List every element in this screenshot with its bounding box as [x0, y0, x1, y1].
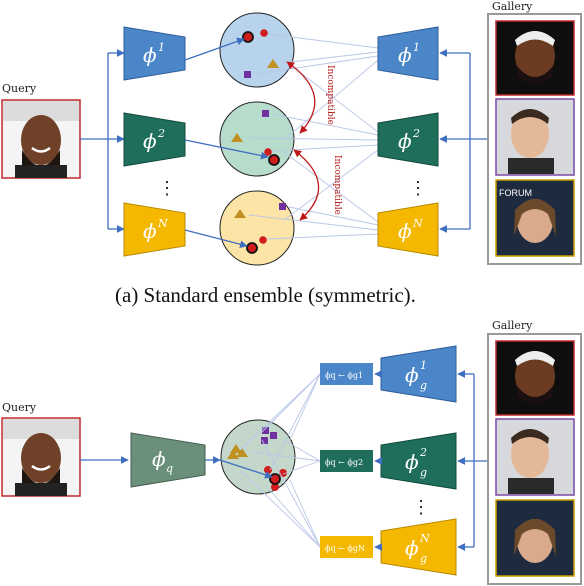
svg-text:q: q [166, 462, 173, 475]
svg-text:ϕ: ϕ [398, 129, 412, 153]
top-section: Query ϕ 1 ϕ 2 ⋮ ϕ N [1, 0, 582, 307]
svg-text:2: 2 [157, 127, 165, 140]
gallery-image-bottom-3 [495, 499, 575, 577]
svg-text:N: N [419, 532, 430, 545]
svg-text:ϕq ← ϕg2: ϕq ← ϕg2 [325, 458, 363, 467]
svg-text:1: 1 [158, 41, 165, 54]
svg-text:ϕ: ϕ [405, 450, 419, 474]
gallery-panel-bottom [487, 333, 582, 585]
gallery-image-2 [495, 98, 575, 176]
adapter-box-n: ϕq ← ϕgN [320, 536, 373, 558]
svg-text:N: N [412, 217, 423, 230]
query-label: Query [2, 82, 37, 95]
query-image-bottom [1, 417, 81, 497]
svg-text:FORUM: FORUM [499, 188, 532, 198]
bottom-section: Query ϕ q [1, 319, 582, 585]
svg-text:1: 1 [413, 41, 420, 54]
adapter-box-2: ϕq ← ϕg2 [320, 450, 373, 472]
svg-text:2: 2 [419, 446, 427, 459]
left-model-2: ϕ 2 [123, 112, 186, 167]
svg-text:Incompatible: Incompatible [325, 65, 335, 125]
svg-text:ϕ: ϕ [405, 536, 419, 560]
gallery-image-bottom-1 [495, 340, 575, 416]
gallery-label: Gallery [492, 0, 533, 13]
svg-text:2: 2 [412, 127, 420, 140]
left-dots: ⋮ [158, 178, 176, 199]
query-label-bottom: Query [2, 401, 37, 414]
shared-embedding-space [220, 419, 296, 495]
gallery-label-bottom: Gallery [492, 319, 533, 332]
gallery-panel: FORUM [487, 13, 582, 265]
svg-text:1: 1 [420, 359, 427, 372]
svg-text:ϕ: ϕ [152, 447, 166, 471]
adapter-box-1: ϕq ← ϕg1 [320, 363, 373, 385]
svg-text:ϕ: ϕ [143, 219, 157, 243]
incompatible-arrow-1: Incompatible [286, 61, 335, 134]
svg-text:g: g [420, 552, 427, 565]
svg-text:Incompatible: Incompatible [332, 155, 342, 215]
svg-text:ϕ: ϕ [405, 363, 419, 387]
svg-text:ϕq ← ϕgN: ϕq ← ϕgN [325, 544, 365, 553]
svg-text:ϕ: ϕ [143, 43, 157, 67]
gallery-image-1 [495, 20, 575, 96]
embedding-space-n [219, 190, 295, 266]
svg-text:ϕq ← ϕg1: ϕq ← ϕg1 [325, 371, 363, 380]
svg-text:ϕ: ϕ [143, 129, 157, 153]
svg-text:ϕ: ϕ [398, 219, 412, 243]
gallery-image-bottom-2 [495, 418, 575, 496]
embedding-space-1 [219, 12, 295, 88]
svg-text:N: N [157, 217, 168, 230]
right-model-2: ϕ 2 [377, 112, 439, 167]
svg-text:g: g [420, 379, 427, 392]
gallery-image-3: FORUM [495, 179, 575, 257]
fan-lines [239, 373, 321, 548]
left-model-1: ϕ 1 [123, 26, 186, 81]
left-model-n: ϕ N [123, 202, 186, 257]
incompatible-arrow-2: Incompatible [293, 149, 342, 221]
gallery-model-2: ϕ 2 g [380, 432, 457, 490]
right-dots: ⋮ [409, 178, 427, 199]
caption: (a) Standard ensemble (symmetric). [115, 283, 416, 307]
svg-text:g: g [420, 466, 427, 479]
gallery-model-n: ϕ N g [380, 518, 457, 576]
right-model-n: ϕ N [377, 202, 439, 257]
embedding-space-2 [219, 101, 295, 177]
gallery-model-1: ϕ 1 g [380, 345, 457, 403]
right-model-1: ϕ 1 [377, 26, 439, 81]
query-model: ϕ q [130, 432, 206, 488]
svg-text:ϕ: ϕ [398, 43, 412, 67]
query-image [1, 99, 81, 179]
gallery-dots: ⋮ [412, 497, 430, 518]
